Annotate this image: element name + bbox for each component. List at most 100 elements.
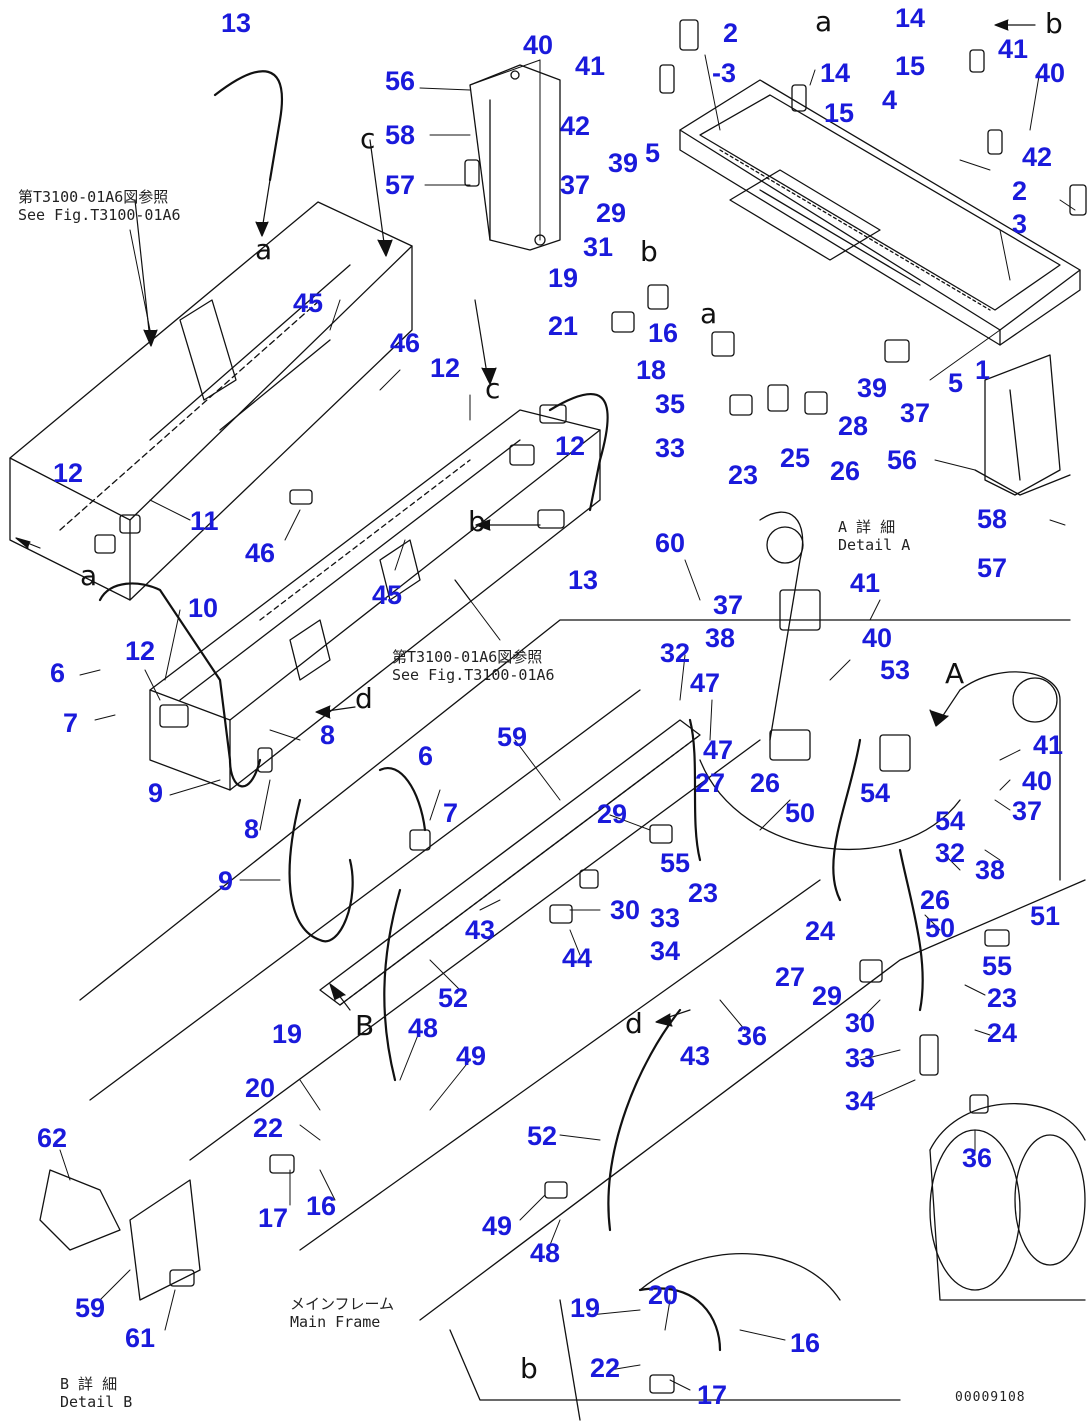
callout-57-right: 57: [977, 553, 1008, 583]
letter-d-mid: d: [355, 682, 373, 715]
letter-detail-A: A: [945, 657, 965, 690]
callout-49-mid: 49: [456, 1041, 487, 1071]
callout-24-mid: 24: [805, 916, 836, 946]
callout-37: 37: [560, 170, 591, 200]
callout-16-top: 16: [648, 318, 679, 348]
callout-20-low: 20: [648, 1280, 679, 1310]
callout-45-mid: 45: [372, 580, 403, 610]
callout-46-top: 46: [390, 328, 421, 358]
detail-a-jp: A 詳 細: [838, 518, 896, 536]
callout-29: 29: [596, 198, 627, 228]
callout-13-mid: 13: [568, 565, 599, 595]
callout-47-b: 47: [703, 735, 734, 765]
callout-17-low: 17: [697, 1380, 728, 1410]
callout-40-a: 40: [862, 623, 893, 653]
callout-26-top: 26: [830, 456, 861, 486]
callout-58-right: 58: [977, 504, 1008, 534]
long-rail: [319, 719, 701, 1006]
callout-28: 28: [838, 411, 869, 441]
letter-a-far: a: [700, 297, 718, 330]
callout-32-a: 32: [660, 638, 691, 668]
callout-35: 35: [655, 389, 686, 419]
top-right-board: [679, 79, 1081, 346]
letter-a-left: a: [255, 233, 273, 266]
callout-32-right: 32: [935, 838, 966, 868]
callout-34-mid: 34: [650, 936, 681, 966]
callout-43-mid: 43: [465, 915, 496, 945]
callout-42-right: 42: [1022, 142, 1053, 172]
callout-38-b: 38: [975, 855, 1006, 885]
callout-30-low: 30: [845, 1008, 876, 1038]
callout-27-low: 27: [775, 962, 806, 992]
callout-16-low: 16: [790, 1328, 821, 1358]
callout-40-right: 40: [1035, 58, 1066, 88]
callout-14: 14: [820, 58, 851, 88]
callout-44: 44: [562, 943, 593, 973]
callout-2: 2: [723, 18, 739, 48]
support-bracket-top: [469, 64, 561, 251]
see-fig-note-mid-jp: 第T3100-01A6図参照: [392, 648, 543, 666]
callout-59-mid: 59: [497, 722, 528, 752]
callout-19-low: 19: [570, 1293, 601, 1323]
callout-2-right: 2: [1012, 176, 1028, 206]
callout-47-a: 47: [690, 668, 721, 698]
detail-a-en: Detail A: [838, 536, 911, 554]
main-frame-jp: メインフレーム: [290, 1295, 395, 1313]
callout-39: 39: [608, 148, 639, 178]
see-fig-note-top-en: See Fig.T3100-01A6: [18, 206, 181, 224]
callout-5-right: 5: [948, 368, 964, 398]
callout-39-right: 39: [857, 373, 888, 403]
callout-9-mid: 9: [218, 866, 234, 896]
callout-40: 40: [523, 30, 554, 60]
arrows: [15, 19, 1036, 1027]
callout-50-mid: 50: [785, 798, 816, 828]
see-fig-note-mid-en: See Fig.T3100-01A6: [392, 666, 555, 684]
drawing-code: 00009108: [955, 1390, 1026, 1405]
callout-19-top: 19: [548, 263, 579, 293]
callout-12-top: 12: [430, 353, 461, 383]
callout-6-mid: 6: [418, 741, 434, 771]
callout-20-mid: 20: [245, 1073, 276, 1103]
callout-52-low: 52: [527, 1121, 558, 1151]
callout-30-mid: 30: [610, 895, 641, 925]
callout-23-right: 23: [987, 983, 1018, 1013]
callout-61: 61: [125, 1323, 156, 1353]
callout-15: 15: [824, 98, 855, 128]
see-fig-note-mid: 第T3100-01A6図参照 See Fig.T3100-01A6: [392, 648, 555, 684]
letter-a-bottom: a: [80, 559, 98, 592]
callout-3: -3: [712, 58, 737, 88]
callout-17-mid: 17: [258, 1203, 289, 1233]
letter-b-low: b: [520, 1352, 538, 1385]
main-frame-label: メインフレーム Main Frame: [290, 1295, 394, 1331]
callout-33-mid: 33: [650, 903, 681, 933]
see-fig-note-top: 第T3100-01A6図参照 See Fig.T3100-01A6: [18, 188, 181, 224]
callout-3-right: 3: [1012, 209, 1028, 239]
callout-25: 25: [780, 443, 811, 473]
letter-b-mid: b: [468, 505, 486, 538]
main-frame-en: Main Frame: [290, 1313, 381, 1331]
callout-46-mid: 46: [245, 538, 276, 568]
callout-52-mid: 52: [438, 983, 469, 1013]
detail-b-en: Detail B: [60, 1393, 133, 1411]
support-bracket-right: [974, 354, 1071, 496]
callout-8-mid: 8: [320, 720, 336, 750]
callout-23-mid: 23: [688, 878, 719, 908]
callout-53: 53: [880, 655, 911, 685]
callout-34-low: 34: [845, 1086, 876, 1116]
callout-62: 62: [37, 1123, 68, 1153]
callout-10: 10: [188, 593, 219, 623]
callout-14-top: 14: [895, 3, 926, 33]
callout-26-mid: 26: [750, 768, 781, 798]
callout-55-right: 55: [982, 951, 1013, 981]
callout-12-left: 12: [53, 458, 84, 488]
callout-16-mid: 16: [306, 1191, 337, 1221]
callout-56-right: 56: [887, 445, 918, 475]
letter-detail-B: B: [355, 1009, 375, 1042]
see-fig-note-top-jp: 第T3100-01A6図参照: [18, 188, 169, 206]
callout-29-mid: 29: [597, 799, 628, 829]
callout-41: 41: [575, 51, 606, 81]
callout-33-top: 33: [655, 433, 686, 463]
callout-55-mid: 55: [660, 848, 691, 878]
callout-54-mid: 54: [860, 778, 891, 808]
